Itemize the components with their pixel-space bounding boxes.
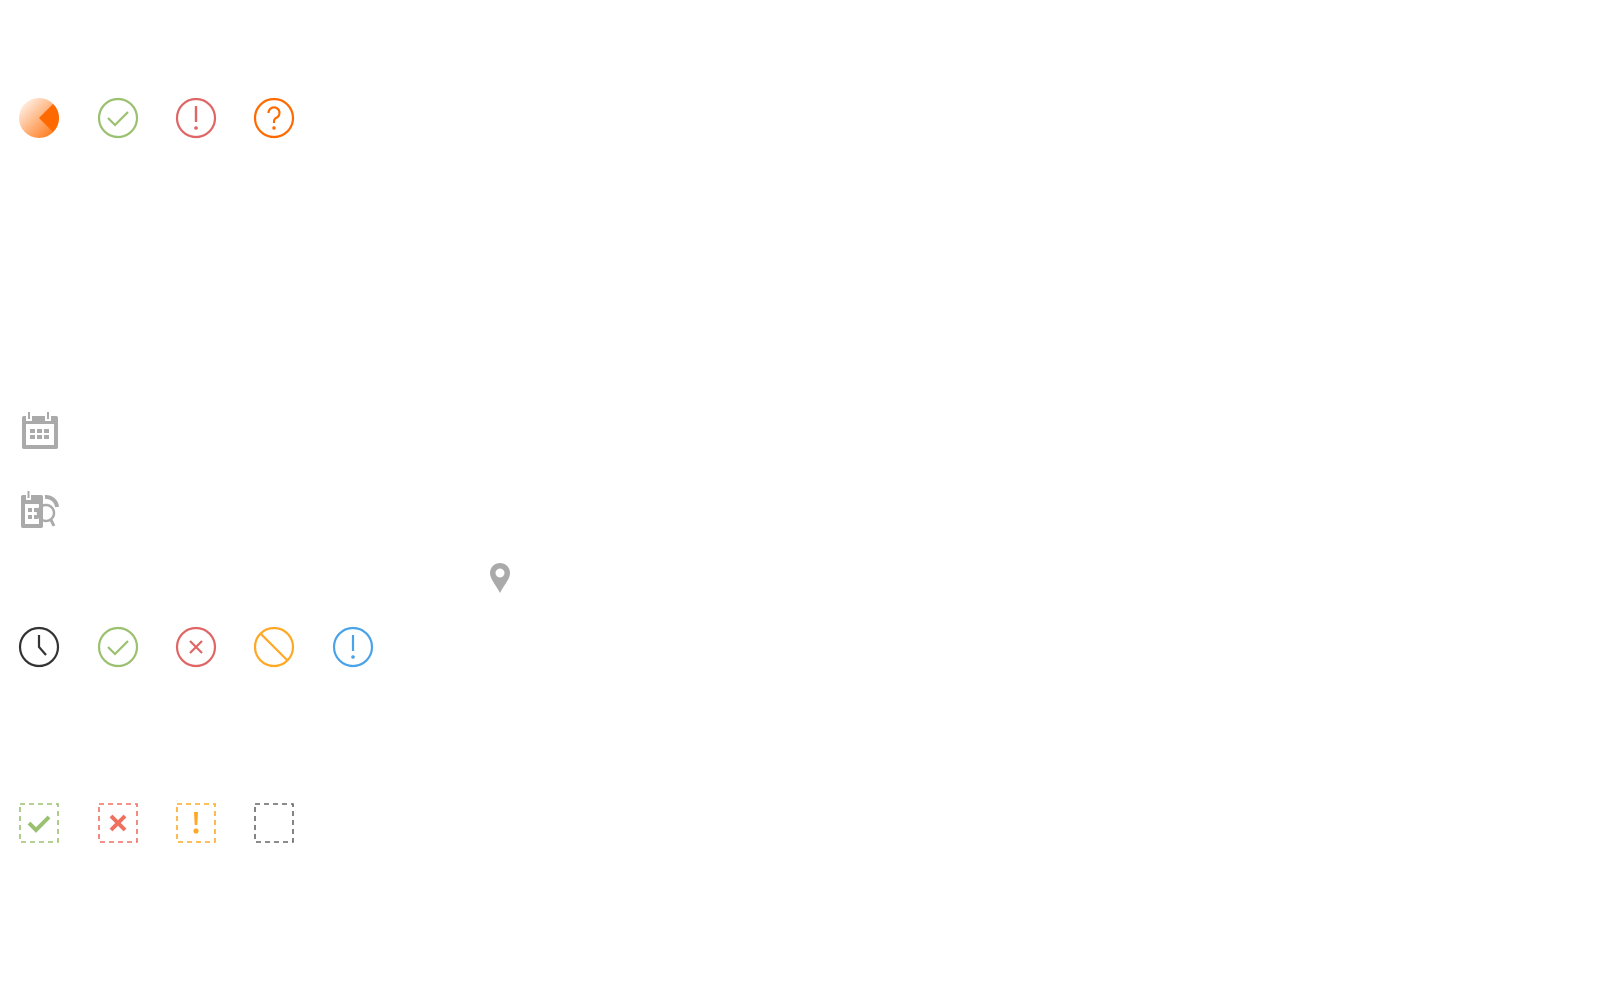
error-x-circle-icon <box>175 626 217 668</box>
dashed-empty-box-icon <box>253 802 295 844</box>
blocked-circle-icon <box>253 626 295 668</box>
success-circle-icon <box>97 97 139 139</box>
calendar-icon <box>19 410 61 452</box>
info-exclamation-circle-icon <box>332 626 374 668</box>
error-exclamation-circle-icon <box>175 97 217 139</box>
dashed-x-box-icon <box>97 802 139 844</box>
calendar-alarm-icon <box>19 489 61 531</box>
question-circle-icon <box>253 97 295 139</box>
dashed-exclamation-box-icon <box>175 802 217 844</box>
map-pin-icon <box>479 558 521 600</box>
progress-pie-icon <box>18 97 60 139</box>
dashed-check-box-icon <box>18 802 60 844</box>
success-circle-icon <box>97 626 139 668</box>
clock-icon <box>18 626 60 668</box>
